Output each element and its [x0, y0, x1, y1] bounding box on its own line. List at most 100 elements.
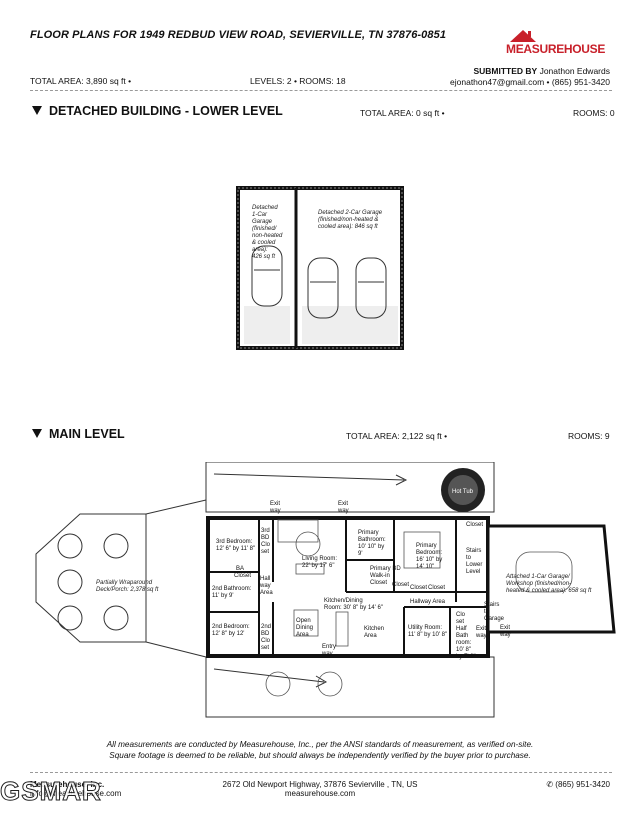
- garage2-label-0: Detached 2-Car Garage: [318, 210, 383, 216]
- stairs-garage-1: to: [484, 609, 490, 615]
- collapse-triangle-icon: [32, 106, 42, 116]
- primary-bed-2: 16' 10" by: [416, 557, 442, 563]
- attached-garage-2: heated & cooled area): 658 sq ft: [506, 588, 592, 594]
- primary-closet-2: Closet: [370, 580, 387, 586]
- bedroom2-label-1: 12' 8" by 12': [212, 631, 244, 637]
- half-bath-0: Half: [456, 626, 467, 632]
- primary-bed-3: 14' 10": [416, 564, 434, 570]
- bedroom3-label-0: 3rd Bedroom:: [216, 539, 253, 545]
- ba-closet-1: Closet: [234, 573, 251, 579]
- open-dining-2: Area: [296, 632, 309, 638]
- divider: [30, 90, 612, 91]
- primary-closet-0: Primary BD: [370, 566, 401, 572]
- garage1-label-7: 426 sq ft: [252, 254, 275, 260]
- footer-company: Measurehouse, Inc. info@measurehouse.com: [30, 780, 121, 798]
- company-email[interactable]: info@measurehouse.com: [30, 789, 122, 798]
- hallway-area: Hallway Area: [410, 599, 446, 605]
- primary-bed-1: Bedroom:: [416, 550, 442, 556]
- stairs-0: Stairs: [466, 548, 481, 554]
- stairs-garage-0: Stairs: [484, 602, 499, 608]
- collapse-triangle-icon: [32, 429, 42, 439]
- submitted-by: SUBMITTED BY Jonathon Edwards: [473, 66, 610, 76]
- half-bath-3: 10' 8": [456, 647, 471, 653]
- disclaimer: All measurements are conducted by Measur…: [0, 739, 640, 761]
- bathroom2-label-0: 2nd Bathroom:: [212, 586, 252, 592]
- kitchen-area-0: Kitchen: [364, 626, 384, 632]
- closet-small-2: Closet: [428, 585, 445, 591]
- kitchen-area-1: Area: [364, 633, 377, 639]
- garage1-label-4: non-heated: [252, 233, 283, 239]
- way-label-1: way: [269, 508, 281, 514]
- stairs-3: Level: [466, 569, 480, 575]
- submitted-by-label: SUBMITTED BY: [473, 66, 538, 76]
- detached-section-title: DETACHED BUILDING - LOWER LEVEL: [32, 104, 283, 118]
- living-label-0: Living Room:: [302, 556, 337, 562]
- closet-small-1: Closet: [410, 585, 427, 591]
- half-bath-4: by 7' 6": [456, 654, 476, 660]
- house-logo-icon: [510, 30, 536, 42]
- primary-closet-1: Walk-in: [370, 573, 390, 579]
- bd2-closet-2: Clo: [261, 638, 271, 644]
- company-name: Measurehouse, Inc.: [30, 780, 105, 789]
- main-total-area: TOTAL AREA: 2,122 sq ft •: [346, 431, 448, 441]
- detached-floor-plan: Detached 1-Car Garage (finished/ non-hea…: [236, 186, 404, 350]
- kitchen-dining-1: Room: 30' 8" by 14' 6": [324, 605, 383, 611]
- half-bath-2: room:: [456, 640, 472, 646]
- stairs-2: Lower: [466, 562, 482, 568]
- garage1-label-1: 1-Car: [252, 212, 268, 218]
- bd2-closet-3: set: [261, 645, 269, 651]
- kitchen-dining-0: Kitchen/Dining: [324, 598, 363, 604]
- bd2-closet-1: BD: [261, 631, 270, 637]
- bedroom2-label-0: 2nd Bedroom:: [212, 624, 250, 630]
- contact-info: ejonathon47@gmail.com • (865) 951-3420: [450, 77, 610, 87]
- detached-title-text: DETACHED BUILDING - LOWER LEVEL: [49, 104, 283, 118]
- way-label-2: way: [337, 508, 349, 514]
- footer-divider: [30, 772, 612, 773]
- primary-bath-0: Primary: [358, 530, 379, 536]
- closet-label: Closet: [466, 522, 483, 528]
- main-section-title: MAIN LEVEL: [32, 427, 125, 441]
- deck-label-1: Deck/Porch: 2,378 sq ft: [96, 587, 159, 593]
- exit-label-2: Exit: [338, 501, 348, 507]
- car-icon: [251, 245, 387, 319]
- hallway-1: way: [259, 583, 271, 589]
- hot-tub-label: Hot Tub: [452, 489, 474, 495]
- footer-address-block: 2672 Old Newport Highway, 37876 Seviervi…: [0, 780, 640, 798]
- watermark: GSMAR: [0, 776, 102, 807]
- utility-0: Utility Room:: [408, 625, 442, 631]
- total-area: TOTAL AREA: 3,890 sq ft •: [30, 76, 132, 86]
- exit-label-4: Exit: [500, 625, 510, 631]
- disclaimer-line-1: All measurements are conducted by Measur…: [106, 740, 534, 749]
- primary-bath-3: 9': [358, 551, 362, 557]
- ba-closet-0: BA: [236, 566, 244, 572]
- disclaimer-line-2: Square footage is deemed to be reliable,…: [109, 751, 531, 760]
- company-website[interactable]: measurehouse.com: [284, 789, 356, 798]
- main-title-text: MAIN LEVEL: [49, 427, 125, 441]
- exit-label-1: Exit: [270, 501, 280, 507]
- exit-label-3: Exit: [476, 626, 486, 632]
- half-bath-1: Bath: [456, 633, 468, 639]
- company-address: 2672 Old Newport Highway, 37876 Seviervi…: [222, 780, 418, 789]
- primary-bath-1: Bathroom:: [358, 537, 386, 543]
- phone-number: (865) 951-3420: [555, 780, 610, 789]
- garage2-label-1: (finished/non-heated &: [318, 217, 378, 223]
- garage1-label-6: area):: [252, 247, 268, 253]
- attached-garage-0: Attached 1-Car Garage/: [505, 574, 571, 580]
- garage1-label-0: Detached: [252, 205, 278, 211]
- footer-phone[interactable]: ✆ (865) 951-3420: [546, 780, 610, 789]
- bd3-closet-2: Clo: [261, 542, 271, 548]
- primary-bed-0: Primary: [416, 543, 437, 549]
- primary-bath-2: 10' 10" by: [358, 544, 384, 550]
- closet-small-0: Closet: [392, 582, 409, 588]
- open-dining-0: Open: [296, 618, 311, 624]
- entry-label: Entry: [322, 644, 336, 650]
- bd3-closet-1: BD: [261, 535, 270, 541]
- garage1-label-2: Garage: [252, 219, 273, 225]
- garage2-label-2: cooled area): 846 sq ft: [318, 224, 378, 230]
- way-label-3: way: [475, 633, 487, 639]
- detached-total-area: TOTAL AREA: 0 sq ft •: [360, 108, 445, 118]
- utility-1: 11' 8" by 10' 8": [408, 632, 447, 638]
- stairs-garage-2: Garage: [484, 616, 505, 622]
- detached-rooms: ROOMS: 0: [573, 108, 615, 118]
- stairs-1: to: [466, 555, 472, 561]
